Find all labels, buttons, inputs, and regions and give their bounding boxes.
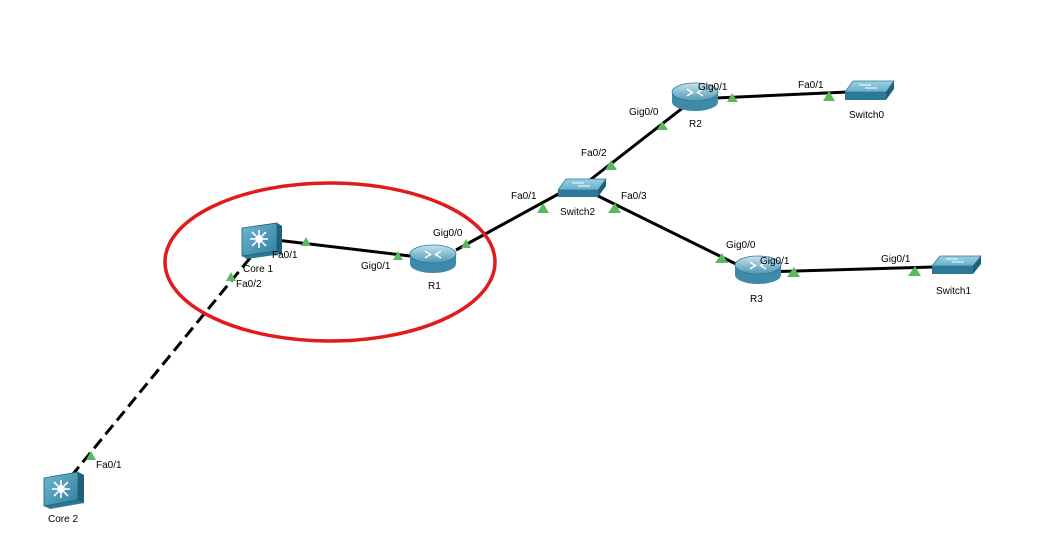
highlight-ellipse <box>163 181 497 343</box>
port-label: Gig0/0 <box>726 240 756 251</box>
port-label: Gig0/1 <box>881 254 911 265</box>
link-up-indicator <box>608 203 621 213</box>
device-switch1[interactable]: Switch1 <box>931 255 982 297</box>
link-up-indicator <box>537 203 549 213</box>
link-up-indicator <box>393 251 403 260</box>
multilayer-switch-icon <box>43 471 84 509</box>
port-label: Fa0/1 <box>96 460 122 471</box>
router-icon <box>671 82 719 111</box>
router-icon <box>409 244 457 273</box>
device-label-switch2: Switch2 <box>560 207 595 218</box>
link-up-indicator <box>657 121 668 130</box>
device-label-r3: R3 <box>750 294 763 305</box>
port-label: Gig0/1 <box>760 256 790 267</box>
link-up-indicator <box>461 239 471 248</box>
device-label-r2: R2 <box>689 119 702 130</box>
device-label-core1: Core 1 <box>243 264 273 275</box>
multilayer-switch-icon <box>241 222 282 259</box>
port-label: Fa0/2 <box>581 148 607 159</box>
router-icon <box>734 255 782 284</box>
device-label-switch1: Switch1 <box>936 286 971 297</box>
port-label: Gig0/0 <box>433 228 463 239</box>
device-switch0[interactable]: Switch0 <box>844 80 895 121</box>
device-r2[interactable]: R2 <box>671 82 719 130</box>
device-r1[interactable]: R1 <box>409 244 457 292</box>
link-up-indicator <box>86 451 96 460</box>
port-labels: Fa0/1 Gig0/1 Fa0/2 Fa0/1 Gig0/0 Fa0/1 Fa… <box>96 80 911 471</box>
link-r3-switch1[interactable] <box>759 265 935 274</box>
device-label-r1: R1 <box>428 281 441 292</box>
link-core1-core2[interactable] <box>71 257 252 475</box>
port-label: Gig0/1 <box>361 261 391 272</box>
port-label: Fa0/2 <box>236 279 262 290</box>
link-r1-switch2[interactable] <box>455 190 563 252</box>
link-up-indicator <box>605 160 617 170</box>
link-up-indicator <box>787 267 800 277</box>
link-up-indicator <box>823 91 835 101</box>
switch-icon <box>557 178 607 197</box>
device-core1[interactable]: Core 1 <box>241 222 282 275</box>
links <box>71 90 935 475</box>
link-status-indicators <box>86 91 921 460</box>
link-r2-switch0[interactable] <box>715 90 849 100</box>
port-label: Gig0/1 <box>698 82 728 93</box>
link-core1-r1[interactable] <box>275 238 411 258</box>
link-up-indicator <box>226 272 236 281</box>
device-r3[interactable]: R3 <box>734 255 782 305</box>
port-label: Fa0/3 <box>621 191 647 202</box>
port-label: Fa0/1 <box>272 250 298 261</box>
link-up-indicator <box>908 266 921 276</box>
switch-icon <box>931 255 982 274</box>
device-label-switch0: Switch0 <box>849 110 884 121</box>
link-switch2-r3[interactable] <box>591 191 741 268</box>
device-switch2[interactable]: Switch2 <box>557 178 607 218</box>
device-label-core2: Core 2 <box>48 514 78 525</box>
port-label: Fa0/1 <box>798 80 824 91</box>
device-core2[interactable]: Core 2 <box>43 471 84 525</box>
port-label: Fa0/1 <box>511 191 537 202</box>
link-up-indicator <box>301 237 311 246</box>
link-up-indicator <box>715 253 728 263</box>
link-switch2-r2[interactable] <box>589 101 690 182</box>
port-label: Gig0/0 <box>629 107 659 118</box>
link-up-indicator <box>727 93 738 102</box>
switch-icon <box>844 80 895 100</box>
